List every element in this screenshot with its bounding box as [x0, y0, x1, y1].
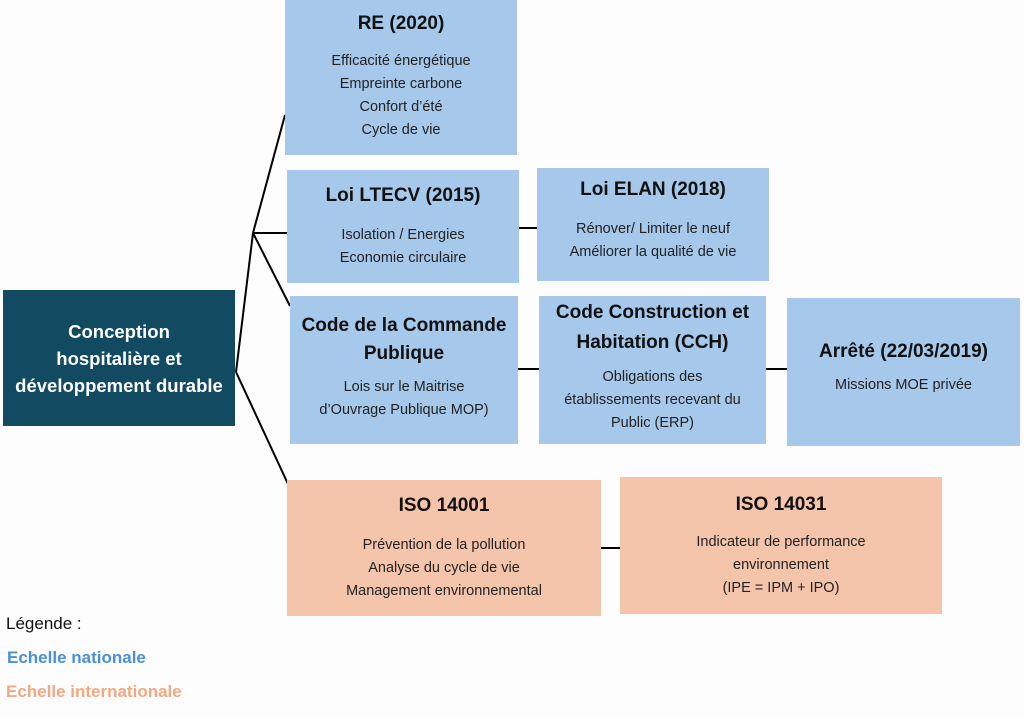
- node-title: Code Construction et Habitation (CCH): [555, 302, 750, 353]
- node-title: RE (2020): [357, 13, 445, 34]
- edge-root-ccp: [252, 232, 291, 307]
- node-ccp: Code de la Commande Publique Lois sur le…: [290, 296, 518, 444]
- edge-root-branch: [235, 232, 254, 373]
- node-title: Code de la Commande Publique: [301, 315, 507, 364]
- node-iso14001: ISO 14001 Prévention de la pollution Ana…: [287, 480, 601, 616]
- edge-root-iso14001: [235, 371, 289, 485]
- node-line: Améliorer la qualité de vie: [569, 244, 737, 260]
- legend-national: Echelle nationale: [7, 648, 146, 667]
- node-line: Empreinte carbone: [339, 76, 463, 92]
- node-cch: Code Construction et Habitation (CCH) Ob…: [539, 296, 766, 444]
- node-title: Arrêté (22/03/2019): [819, 341, 988, 362]
- node-line: Indicateur de performance: [696, 534, 866, 550]
- node-line: Analyse du cycle de vie: [368, 560, 520, 576]
- node-line: établissements recevant du: [564, 392, 741, 408]
- node-elan: Loi ELAN (2018) Rénover/ Limiter le neuf…: [537, 168, 769, 281]
- node-line: Economie circulaire: [339, 250, 467, 266]
- node-line: Obligations des: [602, 369, 703, 385]
- node-line: Missions MOE privée: [835, 377, 972, 393]
- node-line: Cycle de vie: [361, 122, 441, 138]
- legend: Légende : Echelle nationale Echelle inte…: [6, 614, 182, 702]
- node-line: Prévention de la pollution: [362, 537, 526, 553]
- node-line: Rénover/ Limiter le neuf: [576, 221, 730, 237]
- node-line: Public (ERP): [610, 415, 694, 431]
- legend-international: Echelle internationale: [6, 682, 182, 701]
- node-title: ISO 14031: [735, 494, 827, 515]
- legend-title: Légende :: [6, 614, 82, 633]
- node-line: d’Ouvrage Publique MOP): [319, 402, 489, 418]
- node-re2020: RE (2020) Efficacité énergétique Emprein…: [285, 0, 517, 155]
- edge-root-re2020: [252, 114, 286, 234]
- node-arrete: Arrêté (22/03/2019) Missions MOE privée: [787, 298, 1020, 446]
- node-iso14031: ISO 14031 Indicateur de performance envi…: [620, 477, 942, 614]
- node-title: ISO 14001: [398, 495, 490, 516]
- node-line: Efficacité énergétique: [331, 53, 471, 69]
- root-title: Conception hospitalière et développement…: [15, 320, 223, 396]
- node-title: Loi ELAN (2018): [580, 179, 726, 200]
- node-ltecv: Loi LTECV (2015) Isolation / Energies Ec…: [287, 170, 519, 283]
- node-line: Management environnemental: [346, 583, 542, 599]
- node-line: (IPE = IPM + IPO): [722, 580, 840, 596]
- root-node: Conception hospitalière et développement…: [3, 290, 235, 426]
- node-line: Isolation / Energies: [341, 227, 465, 243]
- node-line: Confort d’été: [359, 99, 443, 115]
- node-line: environnement: [733, 557, 829, 573]
- node-line: Lois sur le Maitrise: [343, 379, 465, 395]
- node-title: Loi LTECV (2015): [325, 185, 481, 206]
